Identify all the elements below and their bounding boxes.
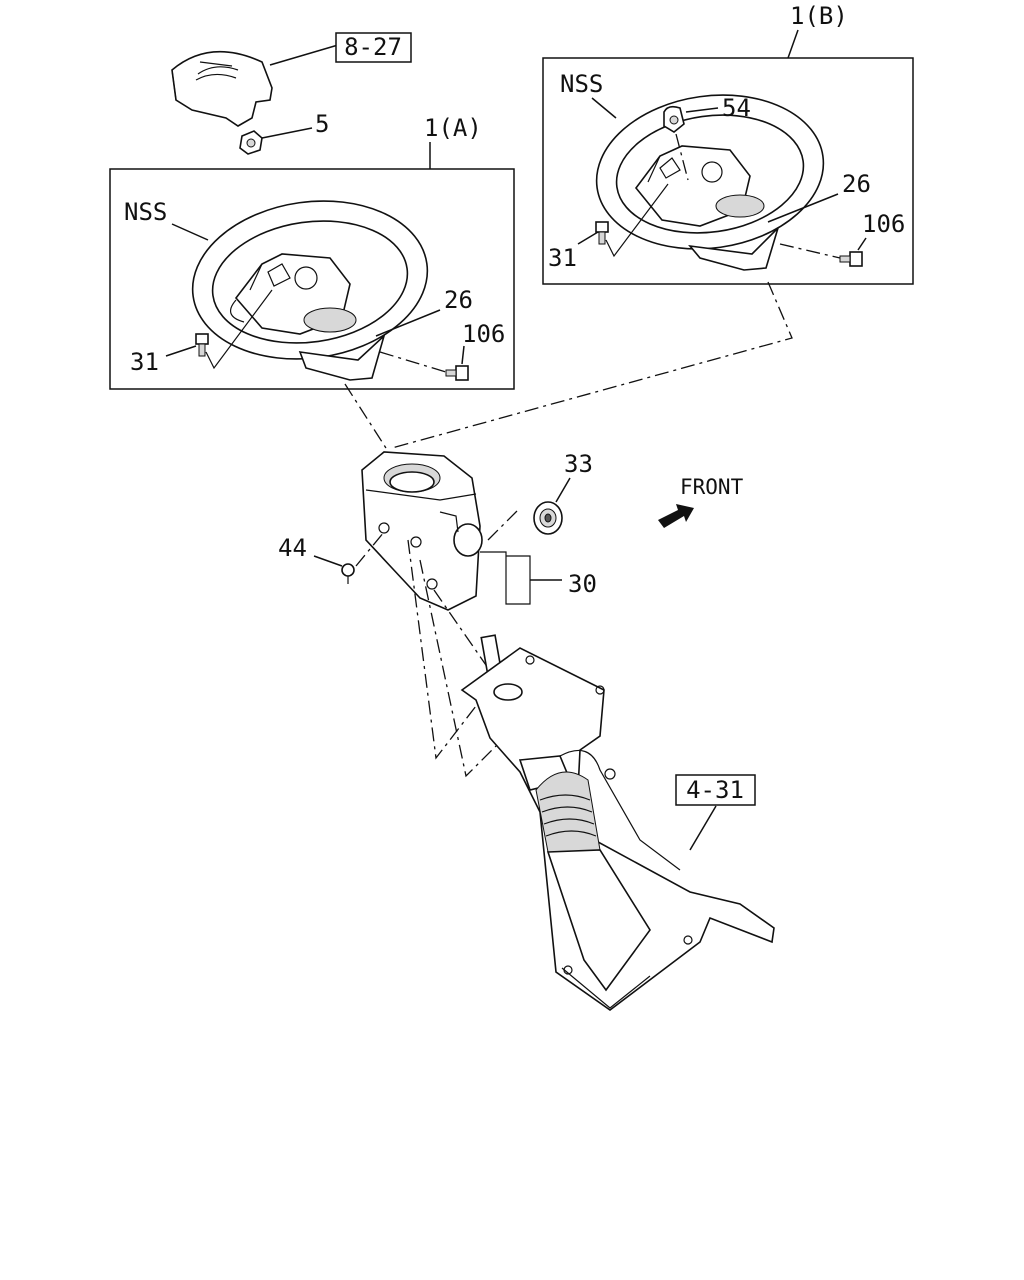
nut-callout: 5 xyxy=(315,110,329,138)
steering-column-part xyxy=(460,634,775,1011)
variant-a-label: 1(A) xyxy=(424,114,482,142)
bolt-a-callout: 31 xyxy=(130,348,159,376)
front-label: FRONT xyxy=(680,475,744,499)
nss-b-callout: NSS xyxy=(560,70,603,98)
bolt-b-part xyxy=(595,221,609,245)
nut-part xyxy=(239,130,263,155)
grommet-callout: 33 xyxy=(564,450,593,478)
column-ref-label: 4-31 xyxy=(686,776,744,804)
screw-b-part xyxy=(839,251,863,267)
column-cover-part xyxy=(361,451,483,611)
screw-b-callout: 106 xyxy=(862,210,905,238)
airbag-module xyxy=(171,50,273,127)
airbag-ref-label: 8-27 xyxy=(344,33,402,61)
airbag-ref-box: 8-27 xyxy=(335,32,412,63)
bolt-b-callout: 31 xyxy=(548,244,577,272)
switch-callout: 54 xyxy=(722,94,751,122)
front-arrow-icon xyxy=(658,504,694,528)
steering-wheel-a xyxy=(191,200,429,381)
column-cover-callout: 30 xyxy=(568,570,597,598)
variant-a-box xyxy=(109,168,515,390)
switch-part xyxy=(663,105,685,133)
cover-b-callout: 26 xyxy=(842,170,871,198)
clip-callout: 44 xyxy=(278,534,307,562)
steering-wheel-b xyxy=(595,94,825,271)
variant-b-label: 1(B) xyxy=(790,2,848,30)
column-ref-box: 4-31 xyxy=(675,774,756,806)
nss-a-callout: NSS xyxy=(124,198,167,226)
screw-a-callout: 106 xyxy=(462,320,505,348)
grommet-part xyxy=(533,501,563,535)
variant-b-box xyxy=(542,57,914,285)
screw-a-part xyxy=(445,365,469,381)
bolt-a-part xyxy=(195,333,209,357)
cover-a-callout: 26 xyxy=(444,286,473,314)
clip-part xyxy=(341,563,355,584)
